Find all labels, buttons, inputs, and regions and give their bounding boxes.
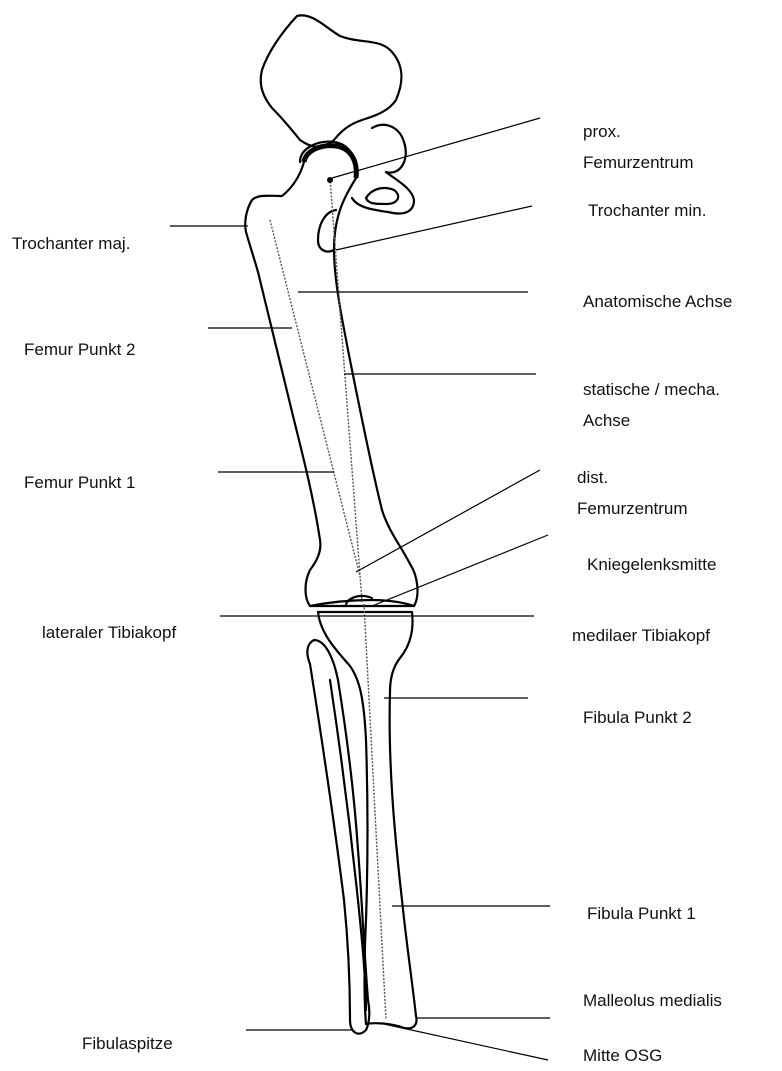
label-trochanter-maj: Trochanter maj. <box>12 228 130 259</box>
mechanical-femur-axis <box>330 178 362 602</box>
label-malleolus-medialis: Malleolus medialis <box>583 985 722 1016</box>
label-trochanter-min: Trochanter min. <box>588 195 706 226</box>
label-fibula-punkt-2: Fibula Punkt 2 <box>583 702 692 733</box>
label-prox-femurzentrum: prox. Femurzentrum <box>583 116 694 178</box>
label-kniegelenksmitte: Kniegelenksmitte <box>587 549 716 580</box>
ischium-outline <box>352 172 414 214</box>
label-statische-achse: statische / mecha. Achse <box>583 374 720 436</box>
label-fibula-punkt-1: Fibula Punkt 1 <box>587 898 696 929</box>
label-femur-punkt-2: Femur Punkt 2 <box>24 334 136 365</box>
fibula-outline <box>307 640 369 1034</box>
label-statische-achse-line1: statische / mecha. <box>583 374 720 405</box>
obturator-foramen <box>366 188 398 204</box>
label-prox-femurzentrum-line1: prox. <box>583 116 694 147</box>
label-medialer-tibiakopf: medilaer Tibiakopf <box>572 620 710 651</box>
label-dist-femurzentrum-line1: dist. <box>577 462 688 493</box>
pelvis-outline <box>261 15 402 146</box>
label-mitte-osg: Mitte OSG <box>583 1040 662 1071</box>
femur-outline <box>245 162 417 606</box>
label-dist-femurzentrum-line2: Femurzentrum <box>577 493 688 524</box>
label-fibulaspitze: Fibulaspitze <box>82 1028 173 1059</box>
label-lateraler-tibiakopf: lateraler Tibiakopf <box>42 617 176 648</box>
label-dist-femurzentrum: dist. Femurzentrum <box>577 462 688 524</box>
label-statische-achse-line2: Achse <box>583 405 720 436</box>
leader-dist-femurzentrum <box>356 470 540 572</box>
label-anatomische-achse: Anatomische Achse <box>583 286 732 317</box>
leader-prox-femurzentrum <box>332 118 540 178</box>
label-prox-femurzentrum-line2: Femurzentrum <box>583 147 694 178</box>
leader-mitte-osg <box>384 1024 548 1060</box>
label-femur-punkt-1: Femur Punkt 1 <box>24 467 136 498</box>
leader-trochanter-min <box>336 206 532 250</box>
